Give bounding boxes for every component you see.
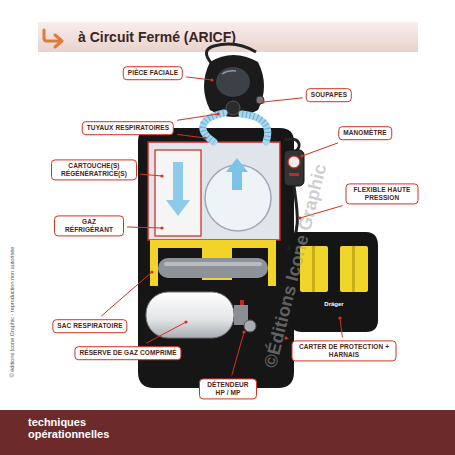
cooling-tube-glint xyxy=(164,262,262,266)
case-panel-rib xyxy=(352,246,355,292)
leader-line xyxy=(186,77,212,80)
leader-line xyxy=(177,134,205,138)
label-text: RÉSERVE DE GAZ COMPRIMÉ xyxy=(79,349,176,357)
cooling-tube xyxy=(158,258,268,278)
leader-dot xyxy=(242,330,245,333)
callout-label: FLEXIBLE HAUTE PRESSION xyxy=(346,183,419,204)
diagram-title: à Circuit Fermé (ARICF) xyxy=(78,28,236,46)
header-arrow xyxy=(55,35,62,47)
gauge-dial xyxy=(288,156,300,168)
leader-line xyxy=(232,332,244,375)
gauge-hose xyxy=(284,139,299,151)
pressure-reducer-knob xyxy=(244,320,256,332)
label-text: TUYAUX RESPIRATOIRES xyxy=(87,124,169,132)
footer-band: techniques opérationnelles xyxy=(0,410,455,455)
leader-line xyxy=(263,98,303,102)
breathing-hose xyxy=(242,114,268,142)
callout-label: DÉTENDEUR HP / MP xyxy=(199,378,257,399)
leader-dot xyxy=(210,78,213,81)
leader-dot xyxy=(300,154,303,157)
leader-dot xyxy=(150,270,153,273)
flow-arrow xyxy=(166,162,190,216)
label-text: CARTER DE PROTECTION + HARNAIS xyxy=(297,343,392,358)
callout-label: TUYAUX RESPIRATOIRES xyxy=(82,121,174,135)
callout-label: CARTER DE PROTECTION + HARNAIS xyxy=(292,340,397,361)
mask-visor xyxy=(216,67,250,97)
hose-ribs xyxy=(203,113,224,142)
case-panel xyxy=(340,246,368,292)
cartridge xyxy=(155,150,201,236)
mask-valve xyxy=(226,101,240,115)
label-text: MANOMÈTRE xyxy=(343,129,387,137)
leader-dot xyxy=(160,226,163,229)
label-text: CARTOUCHE(S) RÉGÉNÉRATRICE(S) xyxy=(56,162,132,177)
leader-dot xyxy=(203,136,206,139)
label-text: PIÈCE FACIALE xyxy=(128,69,178,77)
pressure-gauge xyxy=(284,150,304,186)
gas-cylinder xyxy=(146,292,234,338)
leader-line xyxy=(302,143,338,156)
brand-mark: Dräger xyxy=(324,301,343,308)
leader-dot xyxy=(216,112,219,115)
cutaway-panel xyxy=(148,142,280,240)
visor-glint xyxy=(222,71,236,74)
callout-label: GAZ RÉFRIGÉRANT xyxy=(54,215,124,236)
label-text: SOUPAPES xyxy=(311,91,347,99)
leader-line xyxy=(340,318,342,337)
breathing-hose xyxy=(203,113,224,142)
leader-line xyxy=(140,174,162,176)
label-text: FLEXIBLE HAUTE PRESSION xyxy=(351,186,414,201)
callout-label: CARTOUCHE(S) RÉGÉNÉRATRICE(S) xyxy=(51,159,137,180)
label-text: SAC RESPIRATOIRE xyxy=(57,322,122,330)
leader-line xyxy=(177,114,218,120)
callout-label: MANOMÈTRE xyxy=(338,126,392,140)
copyright-note: © éditions Icone Graphic - reproduction … xyxy=(9,247,16,378)
flow-arrow xyxy=(226,158,248,190)
header-bar xyxy=(38,22,418,52)
callout-label: RÉSERVE DE GAZ COMPRIMÉ xyxy=(74,346,181,360)
yellow-frame xyxy=(150,240,158,286)
yellow-frame xyxy=(268,240,276,286)
face-mask xyxy=(204,55,264,117)
leader-dot xyxy=(160,174,163,177)
callout-label: SOUPAPES xyxy=(306,88,352,102)
valve-mark xyxy=(240,300,244,305)
hose-ribs xyxy=(242,114,268,142)
leader-dot xyxy=(338,316,341,319)
leader-line xyxy=(101,272,152,316)
leader-dot xyxy=(261,100,264,103)
case-panel-rib xyxy=(312,246,315,292)
valve-symbol xyxy=(256,96,264,104)
label-text: GAZ RÉFRIGÉRANT xyxy=(59,218,119,233)
leader-dot xyxy=(184,320,187,323)
band-text: techniques opérationnelles xyxy=(28,416,128,440)
leader-line xyxy=(146,322,186,343)
callout-label: SAC RESPIRATOIRE xyxy=(52,319,127,333)
leader-line xyxy=(127,227,162,228)
gauge-button xyxy=(289,173,299,176)
label-text: DÉTENDEUR HP / MP xyxy=(204,381,252,396)
callout-label: PIÈCE FACIALE xyxy=(123,66,183,80)
